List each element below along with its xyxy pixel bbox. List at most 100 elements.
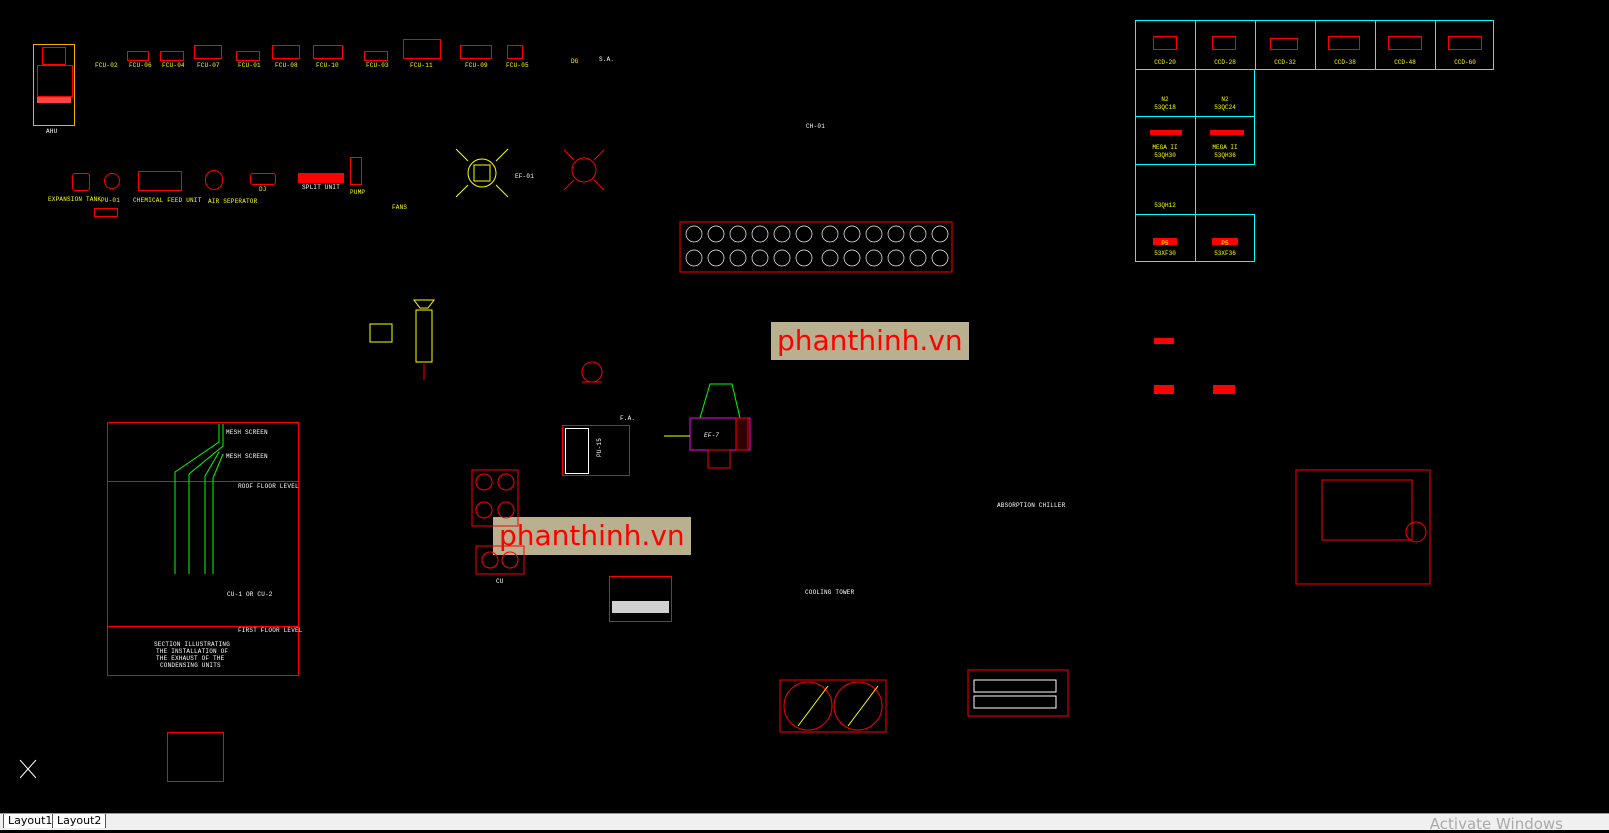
fcu-symbol [236, 51, 260, 61]
vertical-unit-symbol [369, 299, 435, 380]
pu-label: PU-01 [101, 197, 121, 204]
fcu-symbol [160, 51, 184, 61]
mesh-screen-label: MESH SCREEN [226, 453, 268, 460]
table-cell-text: N2 [1221, 96, 1229, 103]
table-cell-text: 53QH30 [1154, 152, 1176, 159]
table-cell-text: 53QC24 [1214, 104, 1236, 111]
section-caption-line: CONDENSING UNITS [160, 662, 221, 669]
cassette-icon [1328, 36, 1360, 50]
fa-label: F.A. [620, 415, 636, 422]
fcu-label: FCU-07 [197, 62, 220, 69]
tab-layout1[interactable]: Layout1 [3, 814, 58, 828]
fcu-label: FCU-05 [506, 62, 529, 69]
split-unit-symbol [298, 173, 344, 183]
table-cell-text: 53QC18 [1154, 104, 1176, 111]
table-cell-text: 53XF30 [1154, 250, 1176, 257]
ef-7-label: EF-7 [704, 432, 720, 439]
watermark: phanthinh.vn [771, 322, 969, 360]
absorption-chiller-label: ABSORPTION CHILLER [997, 502, 1066, 509]
section-caption-line: SECTION ILLUSTRATING [154, 641, 231, 648]
fan-symbol-red [563, 149, 605, 191]
unit-block [1154, 385, 1174, 394]
fcu-symbol [507, 45, 523, 59]
fcu-label: FCU-06 [129, 62, 152, 69]
absorption-chiller-elevation [1295, 469, 1431, 585]
fcu-symbol [127, 51, 149, 61]
cassette-icon [1270, 38, 1298, 50]
split-unit-label: SPLIT UNIT [302, 184, 341, 191]
table-cell [1195, 116, 1255, 165]
fcu-label: FCU-04 [162, 62, 185, 69]
fcu-label: FCU-08 [275, 62, 298, 69]
pu-15-label: PU-15 [596, 437, 604, 458]
dj-label: DJ [259, 186, 267, 193]
table-cell-text: P5 [1221, 240, 1229, 247]
table-cell-text: CCD-60 [1454, 59, 1476, 66]
unit-block [1213, 385, 1235, 394]
cassette-icon [1388, 36, 1422, 50]
cu-label: CU-1 OR CU-2 [227, 591, 273, 598]
layout-tab-bar: Layout1 Layout2 Activate Windows [0, 813, 1609, 833]
fans-label: FANS [392, 204, 408, 211]
pu-15-unit [562, 425, 630, 476]
chemical-feed-label: CHEMICAL FEED UNIT [133, 197, 202, 204]
fcu-label: FCU-01 [238, 62, 261, 69]
fcu-symbol [460, 45, 492, 59]
table-cell-text: 53QH36 [1214, 152, 1236, 159]
ahu-label: AHU [46, 128, 58, 135]
table-cell-text: P5 [1161, 240, 1169, 247]
table-cell-text: 53QH12 [1154, 202, 1176, 209]
cad-drawing-canvas[interactable]: AHU FCU-02 FCU-06 FCU-04 FCU-07 FCU-01 F… [0, 0, 1609, 813]
table-cell-text: N2 [1161, 96, 1169, 103]
fcu-label: FCU-02 [95, 62, 118, 69]
activate-windows-watermark: Activate Windows [1429, 815, 1563, 833]
pump-unit-symbol [104, 173, 120, 189]
fcu-label: FCU-11 [410, 62, 433, 69]
floor-unit-icon [1212, 238, 1238, 245]
tab-layout2[interactable]: Layout2 [52, 814, 107, 828]
wall-unit-icon [1210, 130, 1244, 135]
dj-symbol [250, 173, 276, 185]
absorption-chiller-symbol [967, 669, 1069, 717]
fan-symbol-yellow [455, 148, 509, 198]
cassette-icon [1212, 36, 1236, 50]
table-cell-text: CCD-28 [1214, 59, 1236, 66]
fcu-symbol [403, 39, 441, 59]
fcu-symbol [313, 45, 343, 59]
watermark: phanthinh.vn [493, 517, 691, 555]
table-cell-text: CCD-20 [1154, 59, 1176, 66]
section-caption-line: THE INSTALLATION OF [156, 648, 229, 655]
air-separator-symbol [205, 170, 223, 190]
cu-unit-label: CU [496, 578, 504, 585]
cooling-tower-label: COOLING TOWER [805, 589, 855, 596]
sa-label: S.A. [599, 56, 615, 63]
fcu-label: FCU-09 [465, 62, 488, 69]
ef-7-unit [664, 383, 751, 469]
ef-label: EF-01 [515, 173, 535, 180]
fcu-symbol [272, 45, 300, 59]
pump-symbol [350, 157, 362, 185]
expansion-tank-symbol [72, 173, 90, 191]
roof-level-label: ROOF FLOOR LEVEL [238, 483, 299, 490]
table-cell-text: MEGA II [1212, 144, 1238, 151]
air-separator-label: AIR SEPERATOR [208, 198, 258, 205]
fcu-label: FCU-03 [366, 62, 389, 69]
package-unit [609, 576, 672, 622]
ahu-symbol [33, 44, 75, 126]
cooling-tower-symbol [779, 679, 887, 733]
section-caption-line: THE EXHAUST OF THE [156, 655, 225, 662]
wall-unit-icon [1150, 130, 1182, 135]
table-cell-text: CCD-38 [1334, 59, 1356, 66]
fcu-symbol [364, 51, 388, 61]
fcu-label: FCU-10 [316, 62, 339, 69]
section-illustration-frame [107, 422, 299, 676]
pu-base-symbol [94, 208, 118, 217]
table-cell [1195, 214, 1255, 262]
table-cell-text: 53XF36 [1214, 250, 1236, 257]
table-cell-text: CCD-48 [1394, 59, 1416, 66]
pump-label: PUMP [350, 189, 366, 196]
table-cell [1435, 20, 1494, 70]
dg-label: DG [571, 58, 579, 65]
mesh-screen-label: MESH SCREEN [226, 429, 268, 436]
cassette-icon [1448, 36, 1482, 50]
